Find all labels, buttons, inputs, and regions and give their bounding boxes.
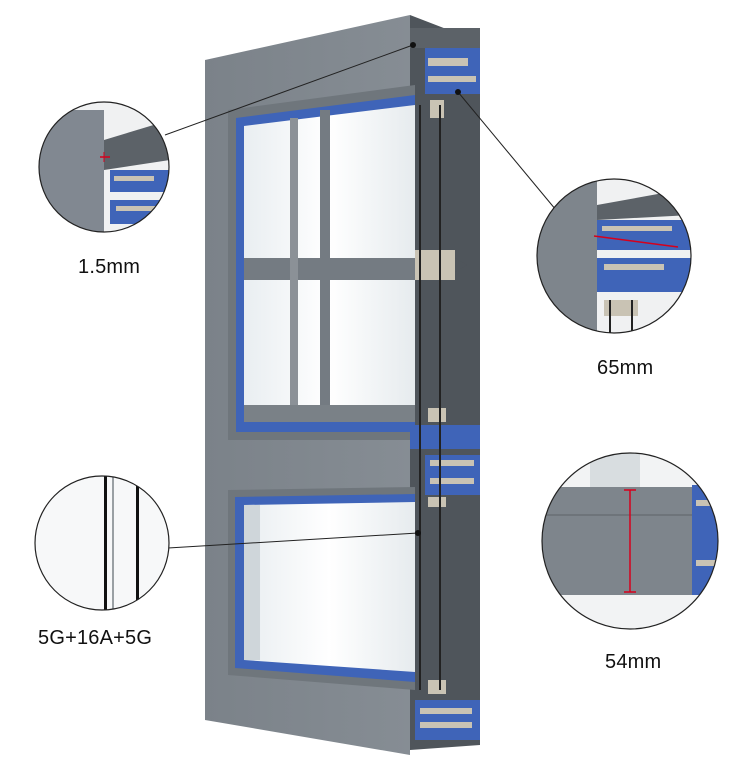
callout-profile-height: 54mm	[605, 651, 662, 673]
callout-profile-thickness: 1.5mm	[78, 256, 141, 278]
detail-circle-depth	[536, 178, 692, 334]
profile-section-mid	[410, 250, 480, 507]
leader-line-thickness	[164, 44, 414, 136]
profile-section-top	[410, 28, 480, 118]
lower-glass	[244, 502, 415, 672]
leader-line-width	[457, 91, 557, 211]
detail-circle-thickness	[38, 101, 170, 233]
measure-line-depth	[593, 235, 679, 248]
detail-circle-height	[541, 452, 719, 630]
callout-glass-config: 5G+16A+5G	[38, 627, 153, 649]
leader-line-glass	[167, 532, 419, 549]
detail-circle-glass	[34, 475, 170, 611]
leader-lines	[164, 44, 557, 549]
frame-depth-face	[410, 15, 480, 750]
callout-frame-depth: 65mm	[597, 357, 654, 379]
profile-section-bottom	[415, 680, 480, 740]
muntin-grid	[244, 110, 415, 422]
window-assembly	[205, 15, 480, 755]
